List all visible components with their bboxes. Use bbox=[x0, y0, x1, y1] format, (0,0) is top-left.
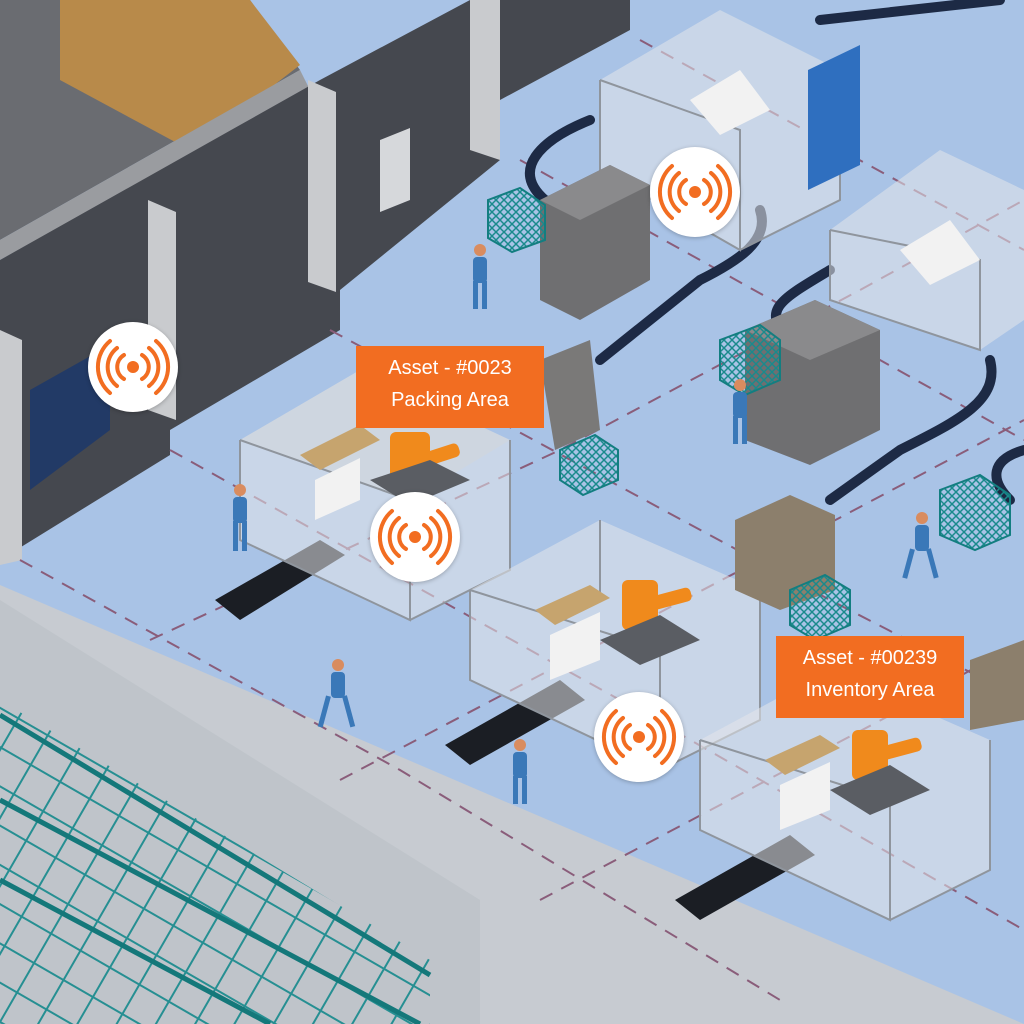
rfid-beacon-top[interactable] bbox=[650, 147, 740, 237]
crates bbox=[487, 186, 1011, 642]
packing-machine bbox=[540, 165, 1024, 730]
pillar bbox=[308, 80, 336, 292]
workcell-top-right bbox=[829, 150, 1024, 352]
rfid-signal-icon bbox=[657, 164, 733, 220]
asset-label-inventory[interactable]: Asset - #00239 Inventory Area bbox=[776, 636, 964, 718]
asset-area: Inventory Area bbox=[805, 679, 935, 701]
workers bbox=[233, 244, 939, 804]
roof-wood-panel bbox=[60, 0, 300, 150]
rfid-signal-icon bbox=[377, 509, 453, 565]
rfid-signal-icon bbox=[601, 709, 677, 765]
asset-area: Packing Area bbox=[391, 389, 509, 411]
rfid-beacon-left[interactable] bbox=[88, 322, 178, 412]
rfid-beacon-packing[interactable] bbox=[370, 492, 460, 582]
asset-label-packing[interactable]: Asset - #0023 Packing Area bbox=[356, 346, 544, 428]
rfid-signal-icon bbox=[95, 339, 171, 395]
asset-id: Asset - #00239 bbox=[802, 647, 938, 669]
workcell-inventory bbox=[699, 670, 991, 922]
rfid-beacon-center[interactable] bbox=[594, 692, 684, 782]
pillar bbox=[470, 0, 500, 160]
roof-edge bbox=[0, 70, 310, 260]
asset-id: Asset - #0023 bbox=[388, 357, 512, 379]
pillar bbox=[0, 330, 22, 565]
wall-window bbox=[380, 128, 410, 212]
